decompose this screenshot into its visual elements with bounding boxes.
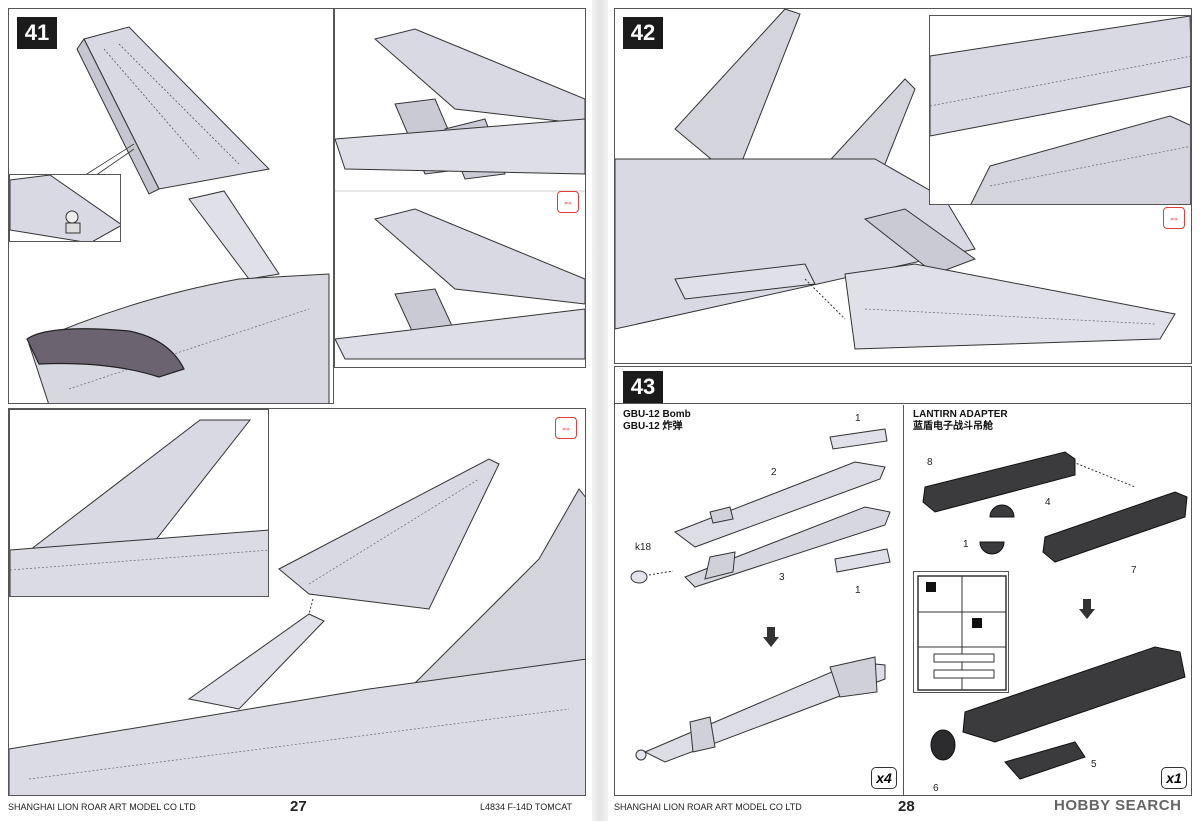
step-43-number: 43 [623, 371, 663, 403]
lantirn-title-cn: 蓝盾电子战斗吊舱 [913, 421, 993, 432]
book-gutter [592, 0, 608, 821]
lantirn-part-8: 8 [927, 457, 933, 468]
lantirn-quantity: x1 [1161, 767, 1187, 789]
page-27: 41 [0, 0, 592, 821]
right-page-number: 28 [898, 798, 915, 815]
lantirn-part-1: 1 [963, 539, 969, 550]
left-footer-product: L4834 F-14D TOMCAT [480, 802, 573, 812]
lantirn-part-5: 5 [1091, 759, 1097, 770]
gbu-title-cn: GBU-12 炸弹 [623, 421, 683, 432]
step-41-illustration [26, 26, 330, 403]
left-step-42-inset [9, 409, 269, 597]
right-step-42-number: 42 [623, 17, 663, 49]
lantirn-part-4: 4 [1045, 497, 1051, 508]
step-41-mirror-panel: ⇔ [334, 8, 586, 368]
step-41-detail-inset [9, 174, 121, 242]
hobby-search-watermark: HOBBY SEARCH [1054, 797, 1182, 814]
lantirn-part-7: 7 [1131, 565, 1137, 576]
sprue-inset [913, 571, 1009, 693]
gbu-part-2: 2 [771, 467, 777, 478]
lantirn-part-6: 6 [933, 783, 939, 794]
lantirn-title-en: LANTIRN ADAPTER [913, 409, 1008, 420]
gbu-part-3: 3 [779, 572, 785, 583]
step-41-panel: 41 [8, 8, 334, 404]
mirror-symbol-icon-3: ⇔ [1163, 207, 1185, 229]
step-43-header-line [615, 403, 1191, 404]
right-footer-company: SHANGHAI LION ROAR ART MODEL CO LTD [614, 802, 802, 812]
gbu-part-k18: k18 [635, 542, 652, 553]
left-step-42-illustration [9, 458, 585, 795]
left-footer-company: SHANGHAI LION ROAR ART MODEL CO LTD [8, 802, 196, 812]
gbu-title-en: GBU-12 Bomb [623, 409, 691, 420]
page-28: 42 ⇔ 43 GBU-12 Bomb [608, 0, 1200, 821]
left-step-42-panel: 42 ⇔ [8, 408, 586, 796]
mirror-symbol-icon: ⇔ [557, 191, 579, 213]
step-41-number: 41 [17, 17, 57, 49]
step-41-mirror-illustration [335, 28, 585, 360]
gbu-12-illustration [630, 428, 891, 763]
right-step-42-panel: 42 ⇔ [614, 8, 1192, 364]
gbu-part-1-top: 1 [855, 413, 861, 424]
lantirn-illustration [922, 451, 1188, 780]
step-43-panel: 43 GBU-12 Bomb GBU-12 炸弹 [614, 366, 1192, 796]
left-page-number: 27 [290, 798, 307, 815]
gbu-part-1-bottom: 1 [855, 585, 861, 596]
right-step-42-illustration [615, 9, 1176, 350]
step-43-divider [903, 405, 904, 795]
right-step-42-inset [929, 15, 1191, 205]
gbu-quantity: x4 [871, 767, 897, 789]
mirror-symbol-icon-2: ⇔ [555, 417, 577, 439]
